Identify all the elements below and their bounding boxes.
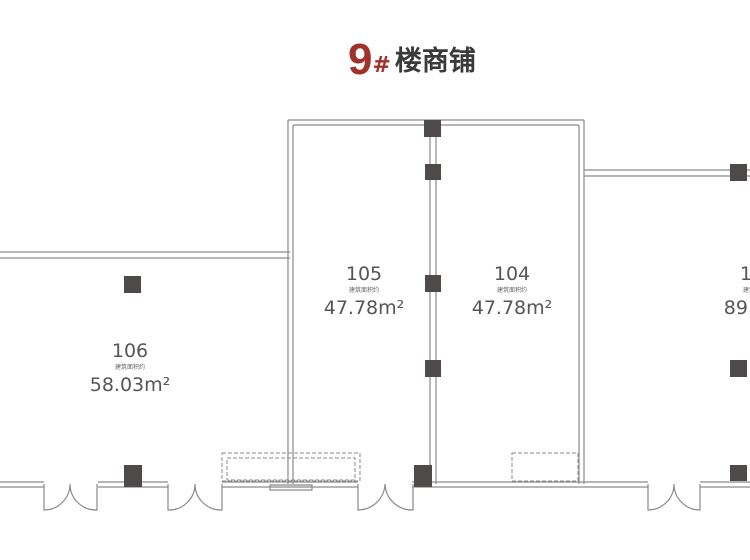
meter-boxes bbox=[221, 452, 579, 482]
area-label: 建筑面积约 bbox=[114, 364, 145, 371]
meter-box-105 bbox=[221, 452, 361, 482]
wall-105-left bbox=[287, 120, 294, 484]
wall-106-top bbox=[0, 251, 290, 259]
column bbox=[425, 275, 441, 292]
area-label: 建筑面积约 bbox=[496, 287, 527, 294]
door-4 bbox=[647, 483, 701, 511]
building-number: 9 bbox=[348, 35, 373, 84]
unit-103[interactable]: 103 建筑面积约 89.9m² bbox=[688, 263, 750, 319]
page-title: 9 # 楼商铺 bbox=[348, 32, 476, 82]
door-1 bbox=[43, 483, 98, 511]
unit-number: 103 bbox=[739, 263, 750, 285]
unit-104[interactable]: 104 建筑面积约 47.78m² bbox=[442, 263, 582, 319]
unit-106[interactable]: 106 建筑面积约 58.03m² bbox=[60, 340, 200, 396]
unit-105[interactable]: 105 建筑面积约 47.78m² bbox=[294, 263, 434, 319]
unit-area: 47.78m² bbox=[471, 297, 553, 319]
columns bbox=[124, 120, 747, 487]
unit-area: 89.9m² bbox=[723, 297, 750, 319]
area-label: 建筑面积约 bbox=[742, 287, 750, 294]
column bbox=[425, 164, 441, 180]
door-3 bbox=[357, 483, 414, 511]
meter-box-105-inner bbox=[226, 457, 356, 481]
doors bbox=[43, 483, 701, 511]
unit-number: 105 bbox=[345, 263, 383, 285]
column bbox=[414, 465, 432, 487]
column bbox=[730, 164, 747, 181]
column bbox=[124, 465, 142, 487]
wall-104-right bbox=[578, 120, 585, 484]
title-text: 楼商铺 bbox=[394, 46, 476, 77]
column bbox=[730, 360, 747, 377]
column bbox=[730, 465, 747, 481]
building-hash: # bbox=[372, 53, 391, 78]
unit-area: 58.03m² bbox=[89, 374, 171, 396]
column bbox=[424, 120, 441, 137]
column bbox=[425, 360, 441, 377]
unit-number: 106 bbox=[111, 340, 149, 362]
wall-base bbox=[269, 484, 313, 491]
unit-number: 104 bbox=[493, 263, 531, 285]
area-label: 建筑面积约 bbox=[348, 287, 379, 294]
wall-103-top bbox=[584, 169, 750, 177]
column bbox=[124, 276, 141, 293]
meter-box-104 bbox=[511, 452, 579, 482]
door-2 bbox=[167, 483, 223, 511]
wall-divider bbox=[429, 125, 437, 484]
unit-area: 47.78m² bbox=[323, 297, 405, 319]
